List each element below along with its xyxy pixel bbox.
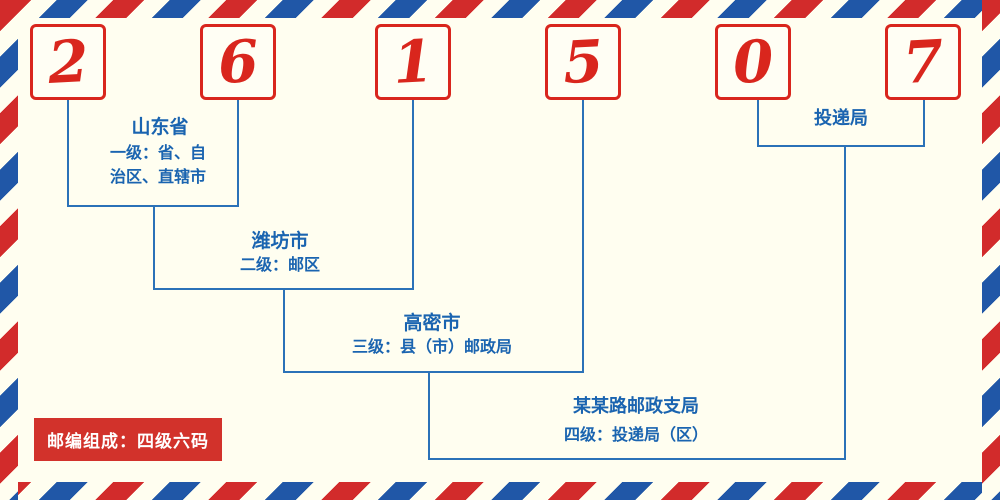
connector-line (428, 371, 430, 460)
connector-line (923, 100, 925, 147)
connector-line (582, 100, 584, 373)
connector-line (237, 100, 239, 207)
level1-desc-line1: 一级：省、自 (109, 145, 206, 162)
airmail-stripe-bottom (0, 482, 1000, 500)
connector-line (283, 288, 285, 373)
airmail-stripe-top (0, 0, 1000, 18)
digit-box-6: 7 (885, 24, 961, 100)
connector-line (428, 458, 846, 460)
connector-line (757, 100, 759, 147)
digit-box-1: 2 (30, 24, 106, 100)
level2-region-label: 潍坊市 (251, 231, 309, 252)
level4-desc: 四级：投递局（区） (563, 427, 708, 444)
airmail-stripe-right (982, 0, 1000, 500)
level2-desc: 二级：邮区 (239, 257, 320, 274)
postal-digit-6: 7 (901, 26, 945, 98)
level3-region-label: 高密市 (403, 313, 461, 334)
level1-desc-line2: 治区、直辖市 (109, 169, 206, 186)
digit-box-2: 6 (200, 24, 276, 100)
connector-line (412, 100, 414, 290)
connector-line (844, 145, 846, 460)
postal-digit-5: 0 (731, 26, 775, 98)
delivery-office-label: 投递局 (814, 108, 868, 128)
connector-line (283, 371, 584, 373)
postal-composition-badge: 邮编组成：四级六码 (34, 418, 222, 461)
level4-region-label: 某某路邮政支局 (573, 396, 699, 416)
level3-desc: 三级：县（市）邮政局 (351, 339, 512, 356)
level1-region-label: 山东省 (131, 117, 189, 138)
connector-line (67, 100, 69, 207)
postal-digit-3: 1 (391, 26, 435, 98)
postal-digit-2: 6 (216, 26, 260, 98)
postal-digit-4: 5 (561, 26, 605, 98)
airmail-stripe-left (0, 0, 18, 500)
digit-box-3: 1 (375, 24, 451, 100)
connector-line (757, 145, 925, 147)
postal-digit-1: 2 (46, 26, 90, 98)
digit-box-4: 5 (545, 24, 621, 100)
digit-box-5: 0 (715, 24, 791, 100)
connector-line (153, 205, 155, 290)
